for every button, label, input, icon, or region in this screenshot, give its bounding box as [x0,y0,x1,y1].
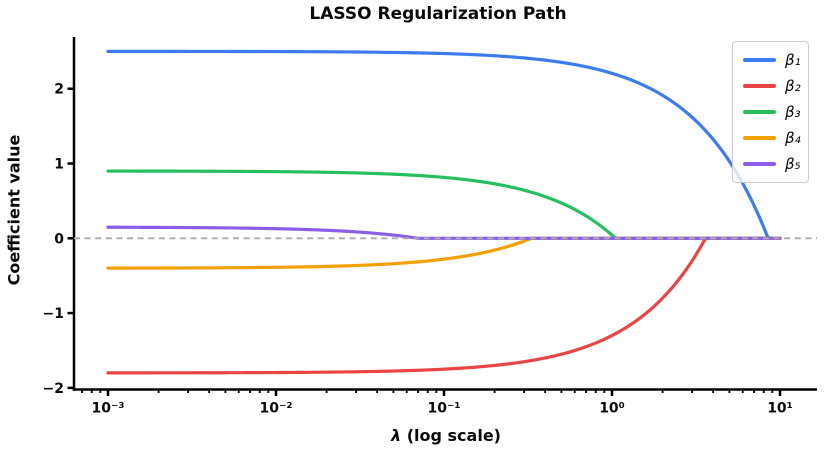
x-tick-label: 10⁰ [599,401,625,417]
legend-item-beta5: β₅ [743,154,801,173]
legend-label-beta3: β₃ [785,102,801,121]
y-tick-label: 2 [54,82,64,98]
legend-swatch-beta3 [743,110,776,114]
legend-item-beta4: β₄ [743,128,801,147]
legend-swatch-beta1 [743,58,776,62]
legend-item-beta2: β₂ [743,76,801,95]
legend-swatch-beta5 [743,162,776,166]
series-line-beta2 [106,236,782,375]
x-tick-label: 10⁻³ [91,401,124,417]
legend-label-beta5: β₅ [785,154,801,173]
legend-swatch-beta4 [743,136,776,140]
y-tick-label: −1 [43,306,64,322]
series-line-beta5 [106,225,782,240]
y-tick-label: 0 [54,231,64,247]
y-tick-label: −2 [43,381,64,397]
x-tick-label: 10⁻² [259,401,292,417]
series-line-beta1 [106,49,782,240]
legend-item-beta3: β₃ [743,102,801,121]
legend-swatch-beta2 [743,84,776,88]
legend-label-beta2: β₂ [785,76,801,95]
legend-item-beta1: β₁ [743,50,801,69]
legend: β₁ β₂ β₃ β₄ β₅ [732,41,809,183]
legend-label-beta4: β₄ [785,128,801,147]
x-tick-label: 10¹ [767,401,793,417]
x-axis-label: λ (log scale) [391,426,501,445]
y-tick-label: 1 [54,157,64,173]
legend-label-beta1: β₁ [785,50,801,69]
chart-title: LASSO Regularization Path [309,4,567,24]
series-line-beta4 [106,236,782,270]
x-tick-label: 10⁻¹ [427,401,460,417]
